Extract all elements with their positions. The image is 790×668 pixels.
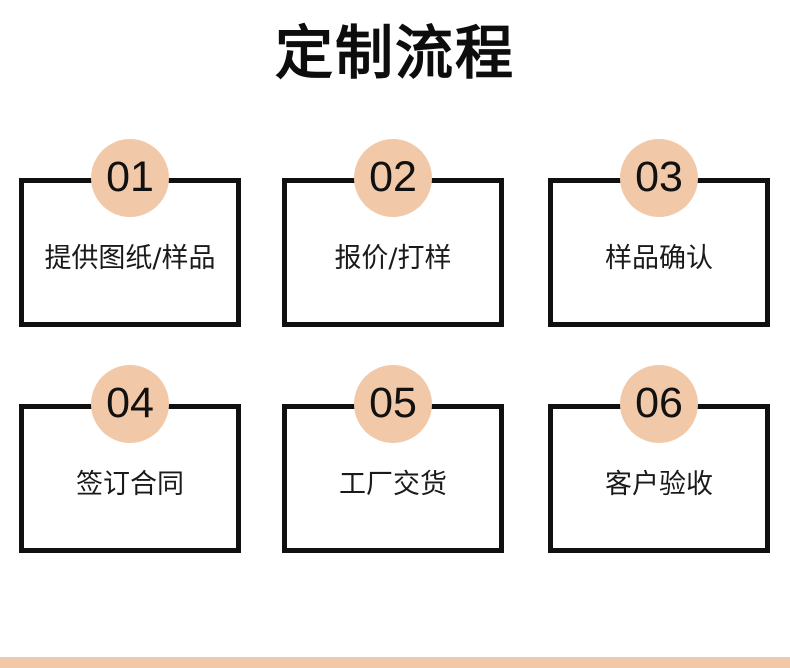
step-number-badge: 04 bbox=[91, 365, 169, 443]
step-number: 03 bbox=[635, 152, 683, 201]
step-number-badge: 03 bbox=[620, 139, 698, 217]
step-number: 05 bbox=[369, 378, 417, 427]
process-step-04[interactable]: 签订合同 04 bbox=[19, 365, 241, 553]
step-label: 签订合同 bbox=[76, 469, 184, 500]
step-number: 02 bbox=[369, 152, 417, 201]
step-label: 工厂交货 bbox=[339, 469, 447, 500]
step-label: 客户验收 bbox=[605, 469, 713, 500]
bottom-accent-bar bbox=[0, 657, 790, 668]
step-number: 06 bbox=[635, 378, 683, 427]
process-step-03[interactable]: 样品确认 03 bbox=[548, 139, 770, 327]
process-step-05[interactable]: 工厂交货 05 bbox=[282, 365, 504, 553]
step-number-badge: 02 bbox=[354, 139, 432, 217]
step-number-badge: 05 bbox=[354, 365, 432, 443]
step-label: 样品确认 bbox=[605, 243, 713, 274]
process-step-06[interactable]: 客户验收 06 bbox=[548, 365, 770, 553]
step-number: 01 bbox=[106, 152, 154, 201]
process-step-01[interactable]: 提供图纸/样品 01 bbox=[19, 139, 241, 327]
step-number-badge: 06 bbox=[620, 365, 698, 443]
step-label: 报价/打样 bbox=[334, 243, 452, 274]
step-number: 04 bbox=[106, 378, 154, 427]
page-title: 定制流程 bbox=[274, 19, 515, 87]
step-label: 提供图纸/样品 bbox=[44, 243, 216, 274]
process-step-02[interactable]: 报价/打样 02 bbox=[282, 139, 504, 327]
step-number-badge: 01 bbox=[91, 139, 169, 217]
